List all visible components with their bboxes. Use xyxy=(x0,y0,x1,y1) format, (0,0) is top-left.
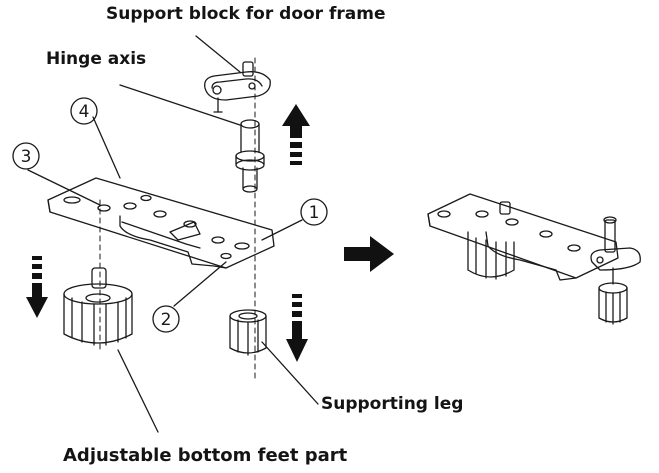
supporting-leg-label: Supporting leg xyxy=(321,394,464,414)
adjustable-feet-label: Adjustable bottom feet part xyxy=(63,445,348,466)
callout-circle-2 xyxy=(152,305,180,333)
callout-number-1: 1 xyxy=(309,203,320,223)
support-block-part xyxy=(204,61,271,113)
callout-circle-3 xyxy=(12,142,40,170)
direction-arrows xyxy=(26,104,394,362)
arrow-down-left-icon xyxy=(26,256,48,318)
hinge-axis-part xyxy=(235,119,265,193)
callout-number-2: 2 xyxy=(161,310,172,330)
assembly-axes xyxy=(99,57,256,381)
hinge-plate-part xyxy=(47,177,275,269)
arrow-down-right-icon xyxy=(286,294,308,362)
assembled-hinge-part xyxy=(427,193,641,325)
adjustable-feet-part xyxy=(63,267,133,346)
arrow-right-icon xyxy=(344,236,394,272)
callout-number-4: 4 xyxy=(79,102,90,122)
callout-number-3: 3 xyxy=(21,147,32,167)
supporting-leg-part xyxy=(229,309,267,356)
callout-circle-1 xyxy=(300,198,328,226)
hinge-axis-label: Hinge axis xyxy=(46,49,147,69)
arrow-up-icon xyxy=(282,104,310,165)
leader-lines xyxy=(27,35,319,433)
support-block-label: Support block for door frame xyxy=(106,4,386,24)
callout-circles xyxy=(12,97,328,333)
callout-circle-4 xyxy=(70,97,98,125)
